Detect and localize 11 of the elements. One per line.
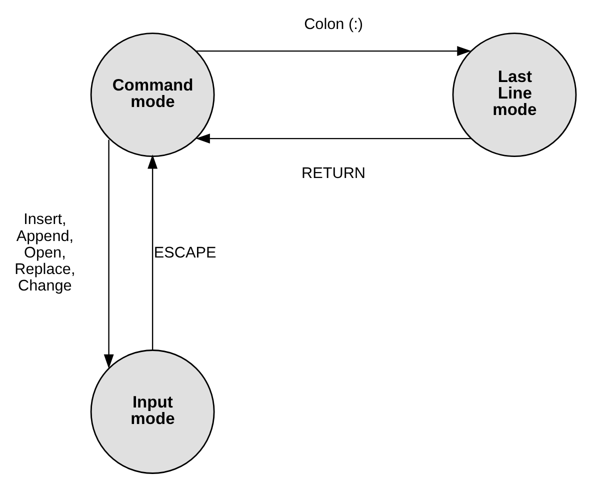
edge-label: RETURN bbox=[302, 164, 366, 182]
arrow bbox=[195, 46, 472, 56]
node-circle: Last Line mode bbox=[452, 32, 577, 156]
arrow bbox=[104, 139, 114, 368]
edge-label: ESCAPE bbox=[154, 244, 216, 261]
edge-label: Colon (:) bbox=[304, 16, 363, 33]
node-circle: Command mode bbox=[90, 32, 215, 156]
arrow bbox=[148, 154, 158, 350]
edge-label: Insert, Append, Open, Replace, Change bbox=[14, 210, 76, 294]
arrow bbox=[196, 133, 472, 144]
node-circle: Input mode bbox=[90, 349, 215, 474]
